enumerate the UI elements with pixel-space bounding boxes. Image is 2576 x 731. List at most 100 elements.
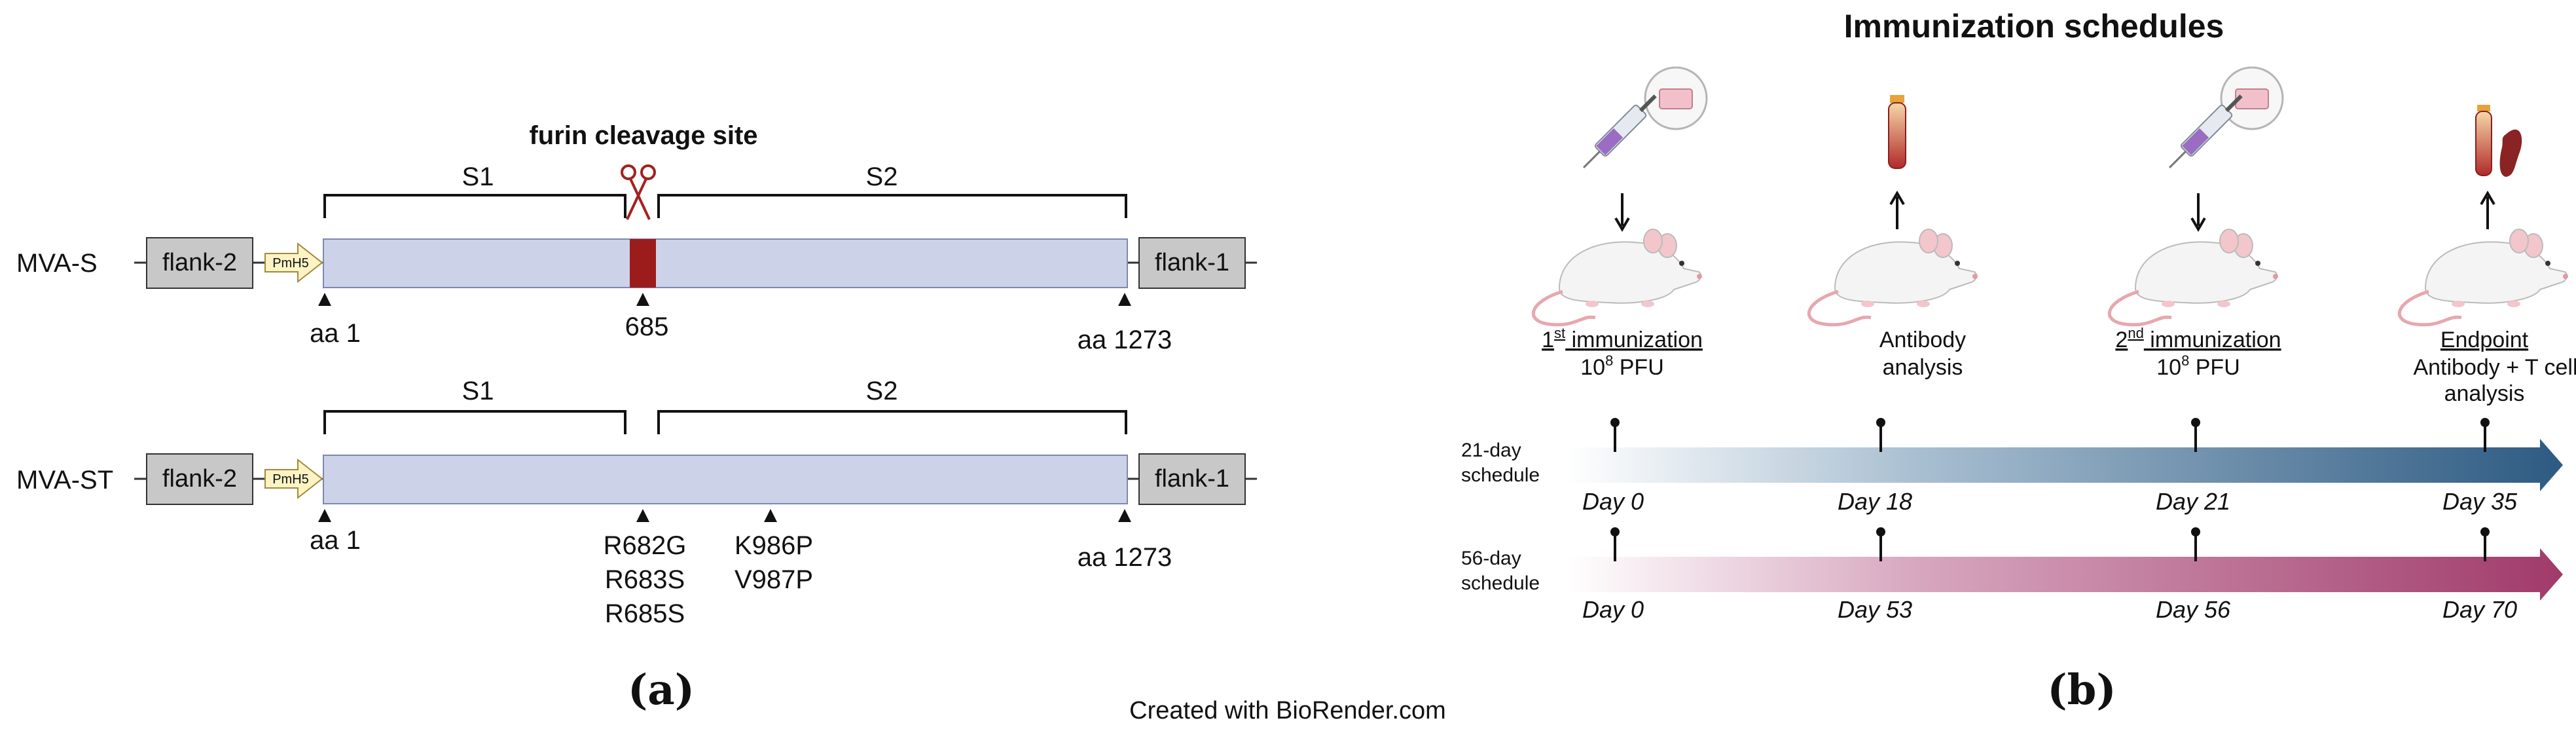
event-label-line1: 1st immunization	[1542, 325, 1703, 352]
mouse-icon	[2109, 229, 2278, 325]
marker-triangle-aa1273	[1118, 293, 1131, 306]
tick-mark	[1876, 418, 1885, 452]
furin-cleavage-site-label: furin cleavage site	[529, 121, 757, 150]
s1-label: S1	[462, 377, 494, 405]
timeline-arrow	[1568, 548, 2563, 601]
schedule-21-day: 21-day schedule Day 0 Day 18 Day 21 Day …	[1461, 418, 2563, 515]
flank-2-label: flank-2	[162, 249, 237, 276]
tick-mark	[2191, 418, 2200, 452]
panel-a-caption: (a)	[628, 665, 695, 715]
construct-mva-st: MVA-ST flank-2 PmH5 flank-1 S1 S2 aa 1 R…	[16, 377, 1257, 628]
event-label-line1: 2nd immunization	[2115, 325, 2281, 352]
arrow-down-icon	[1614, 193, 1630, 232]
schedule-label-line1: 21-day	[1461, 440, 1521, 461]
marker-triangle-aa1	[318, 293, 331, 306]
event-label-line2: 108 PFU	[2156, 352, 2240, 380]
promoter-arrow	[264, 458, 323, 500]
tick-mark	[1610, 527, 1620, 561]
promoter-arrow	[264, 242, 323, 284]
spike-gene-bar	[323, 238, 1128, 288]
flank-1-label: flank-1	[1155, 465, 1229, 493]
event-second-immunization: 2nd immunization 108 PFU	[2109, 66, 2284, 380]
mouse-icon	[1533, 229, 1702, 325]
arrow-up-icon	[2480, 191, 2495, 229]
promoter-label: PmH5	[272, 256, 309, 271]
mutation-k986p: K986P	[735, 531, 813, 560]
s2-label: S2	[866, 162, 898, 191]
timeline-arrow	[1568, 439, 2563, 491]
mutation-r685s: R685S	[605, 599, 685, 628]
flank-1-box	[1138, 237, 1246, 289]
schedule-label-line1: 56-day	[1461, 548, 1521, 569]
event-endpoint: Endpoint Antibody + T cell analysis	[2399, 105, 2576, 406]
tick-mark	[2480, 527, 2490, 561]
panel-a: furin cleavage site MVA-S flank-2 PmH5 f…	[16, 121, 1257, 715]
schedule-56-day: 56-day schedule Day 0 Day 53 Day 56 Day …	[1461, 527, 2563, 623]
mouse-icon	[1809, 229, 1978, 325]
mutation-r682g: R682G	[604, 531, 687, 560]
day-label: Day 0	[1582, 596, 1644, 623]
tick-mark	[1610, 418, 1620, 452]
marker-triangle-aa1	[318, 509, 331, 522]
schedule-label-line2: schedule	[1461, 572, 1540, 594]
s2-bracket	[657, 194, 1127, 218]
s2-bracket	[657, 410, 1127, 434]
day-label: Day 21	[2156, 488, 2230, 515]
tick-mark	[1876, 527, 1885, 561]
flank-2-label: flank-2	[162, 465, 237, 493]
biorender-credit: Created with BioRender.com	[1129, 697, 1446, 724]
marker-triangle-aa1273	[1118, 509, 1131, 522]
marker-triangle-685	[636, 293, 649, 306]
panel-b: Immunization schedules 1st immunization …	[1461, 8, 2576, 715]
syringe-icon	[1582, 66, 1708, 169]
event-antibody-analysis: Antibody analysis	[1809, 95, 1978, 380]
marker-label-aa1: aa 1	[310, 526, 361, 555]
construct-label: MVA-S	[16, 249, 98, 278]
mutation-v987p: V987P	[735, 565, 813, 594]
day-label: Day 0	[1582, 488, 1644, 515]
event-label-line1: Antibody	[1879, 328, 1966, 352]
marker-label-aa1273: aa 1273	[1078, 543, 1172, 572]
event-label-line2: Antibody + T cell	[2413, 355, 2576, 380]
scissors-icon	[621, 164, 656, 220]
s1-bracket	[323, 410, 626, 434]
syringe-icon	[2168, 66, 2284, 169]
mutation-r683s: R683S	[605, 565, 685, 594]
tick-mark	[2480, 418, 2490, 452]
s1-label: S1	[462, 162, 494, 191]
marker-label-685: 685	[625, 312, 669, 341]
day-label: Day 56	[2156, 596, 2231, 623]
mouse-icon	[2399, 229, 2568, 325]
event-label-line2: 108 PFU	[1580, 352, 1664, 380]
arrow-up-icon	[1889, 191, 1905, 229]
day-label: Day 53	[1838, 596, 1912, 623]
event-label-line2: analysis	[1883, 355, 1963, 380]
event-label-line3: analysis	[2444, 381, 2525, 406]
promoter-label: PmH5	[272, 472, 309, 487]
construct-label: MVA-ST	[16, 466, 113, 495]
tick-mark	[2191, 527, 2200, 561]
s1-bracket	[323, 194, 626, 218]
arrow-down-icon	[2190, 193, 2206, 232]
schedule-label-line2: schedule	[1461, 464, 1540, 486]
event-first-immunization: 1st immunization 108 PFU	[1533, 66, 1708, 380]
blood-tube-icon	[1888, 95, 1906, 169]
panel-b-caption: (b)	[2047, 665, 2116, 715]
blood-tube-spleen-icon	[2475, 105, 2522, 177]
flank-2-box	[146, 453, 253, 505]
flank-1-label: flank-1	[1155, 249, 1229, 276]
flank-1-box	[1138, 453, 1246, 505]
event-label-line1: Endpoint	[2440, 328, 2529, 352]
marker-label-aa1273: aa 1273	[1078, 326, 1172, 354]
panel-b-title: Immunization schedules	[1844, 8, 2224, 45]
furin-site-block	[630, 239, 656, 288]
day-label: Day 18	[1838, 488, 1912, 515]
s2-label: S2	[866, 377, 898, 405]
construct-mva-s: MVA-S flank-2 PmH5 flank-1 S1 S2	[16, 162, 1257, 354]
day-label: Day 70	[2442, 596, 2517, 623]
marker-triangle-furin	[636, 509, 649, 522]
day-label: Day 35	[2442, 488, 2518, 515]
marker-label-aa1: aa 1	[310, 319, 361, 348]
spike-gene-bar	[323, 455, 1128, 504]
